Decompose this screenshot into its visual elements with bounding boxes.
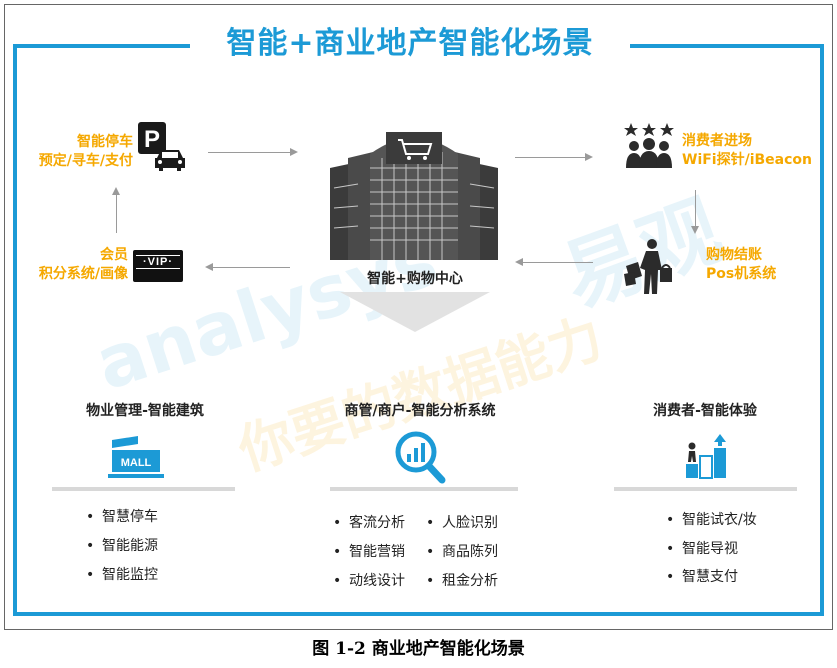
outer-border xyxy=(4,4,833,630)
center-down-funnel xyxy=(340,292,490,332)
member-line1: 会员 xyxy=(100,247,128,263)
parking-line2: 预定/寻车/支付 xyxy=(38,153,133,169)
parking-line1: 智能停车 xyxy=(77,134,133,150)
consumers-icon xyxy=(624,122,674,172)
parking-icon: P xyxy=(137,122,187,172)
analytics-item: 人脸识别 xyxy=(426,512,498,532)
member-line2: 积分系统/画像 xyxy=(38,266,128,282)
arrow-head xyxy=(515,258,523,266)
consumer-item: 智能试衣/妆 xyxy=(666,509,757,529)
analytics-item: 客流分析 xyxy=(333,512,405,532)
arrow-parking-to-center xyxy=(208,152,290,153)
analytics-item: 动线设计 xyxy=(333,570,405,590)
arrow-member-to-parking xyxy=(116,195,117,233)
property-item: 智慧停车 xyxy=(86,506,158,526)
stairs-progress-icon xyxy=(684,434,730,482)
arrow-head xyxy=(691,226,699,234)
analytics-item: 智能营销 xyxy=(333,541,405,561)
analytics-item: 租金分析 xyxy=(426,570,498,590)
property-item: 智能监控 xyxy=(86,564,158,584)
column-title-analytics: 商管/商户-智能分析系统 xyxy=(344,403,496,419)
vip-card-text: ·VIP· xyxy=(136,255,180,269)
analytics-item: 商品陈列 xyxy=(426,541,498,561)
diagram-title: 智能+商业地产智能化场景 xyxy=(190,22,630,66)
consumer-item: 智能导视 xyxy=(666,538,738,558)
arrow-head xyxy=(112,187,120,195)
parking-label: 智能停车 预定/寻车/支付 xyxy=(18,133,133,171)
consumer-enter-label: 消费者进场 WiFi探针/iBeacon xyxy=(682,132,822,170)
mall-building-icon: MALL xyxy=(108,436,164,480)
arrow-center-to-member xyxy=(213,267,290,268)
arrow-consumer-to-checkout xyxy=(695,190,696,226)
mall-sign-text: MALL xyxy=(121,457,152,469)
column-title-property: 物业管理-智能建筑 xyxy=(86,403,204,419)
shopping-center-building-icon xyxy=(330,128,498,268)
figure-caption: 图 1-2 商业地产智能化场景 xyxy=(312,639,525,659)
parking-p-glyph: P xyxy=(144,126,160,153)
arrow-head xyxy=(205,263,213,271)
center-label: 智能+购物中心 xyxy=(367,271,463,287)
checkout-line2: Pos机系统 xyxy=(706,266,777,282)
property-item: 智能能源 xyxy=(86,535,158,555)
column-divider-consumer xyxy=(614,487,797,491)
column-divider-analytics xyxy=(330,487,518,491)
member-label: 会员 积分系统/画像 xyxy=(18,246,128,284)
shopper-icon xyxy=(624,238,674,296)
arrow-checkout-to-center xyxy=(523,262,593,263)
column-title-consumer: 消费者-智能体验 xyxy=(653,403,757,419)
column-divider-property xyxy=(52,487,235,491)
consumer-enter-line1: 消费者进场 xyxy=(682,133,752,149)
vip-card-icon: ·VIP· xyxy=(133,250,183,282)
consumer-enter-line2: WiFi探针/iBeacon xyxy=(682,152,813,168)
checkout-line1: 购物结账 xyxy=(706,247,762,263)
analytics-magnifier-icon xyxy=(394,430,446,484)
checkout-label: 购物结账 Pos机系统 xyxy=(706,246,816,284)
arrow-head xyxy=(585,153,593,161)
consumer-item: 智慧支付 xyxy=(666,566,738,586)
arrow-head xyxy=(290,148,298,156)
arrow-center-to-consumer xyxy=(515,157,585,158)
